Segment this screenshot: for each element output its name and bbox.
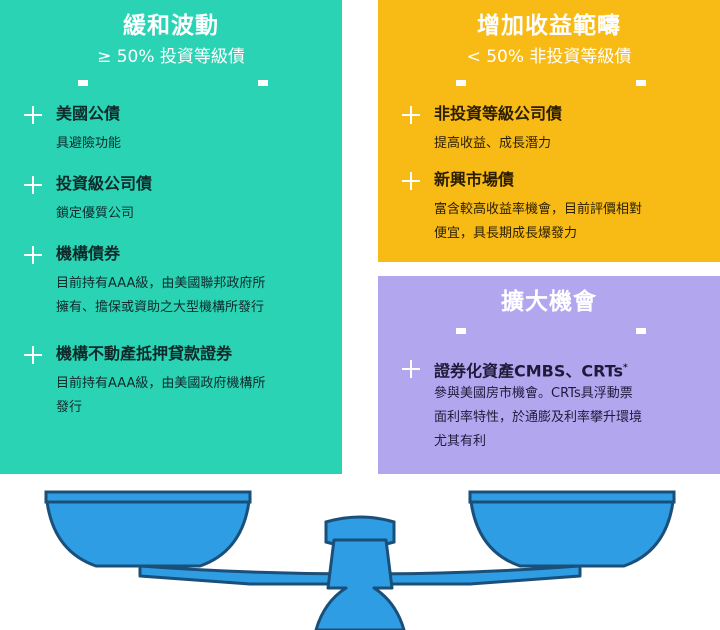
bottom-right-header: 擴大機會 xyxy=(378,276,720,328)
left-pan xyxy=(44,490,252,568)
left-header-title: 緩和波動 xyxy=(123,13,219,39)
item-title: 非投資等級公司債 xyxy=(434,104,563,123)
item-desc-line: 尤其有利 xyxy=(434,434,487,449)
right-pan xyxy=(468,490,676,568)
item-desc: 目前持有AAA級，由美國聯邦政府所 擁有、擔保或資助之大型機構所發行 xyxy=(56,272,265,320)
left-divider-bar xyxy=(0,80,342,86)
item-desc-line: 富含較高收益率機會，目前評價相對 xyxy=(434,202,643,217)
left-header-subtitle: ≥ 50% 投資等級債 xyxy=(97,47,245,67)
center-body xyxy=(314,538,406,630)
right-header-subtitle: < 50% 非投資等級債 xyxy=(466,47,632,67)
item-title: 證券化資產CMBS、CRTs* xyxy=(434,357,628,382)
item-desc-line: 參與美國房市機會。CRTs具浮動票 xyxy=(434,386,633,401)
balance-scale-icon xyxy=(44,490,676,630)
footnote-mark: * xyxy=(623,363,628,373)
plus-icon xyxy=(24,246,42,264)
item-title-text: 證券化資產CMBS、CRTs xyxy=(434,361,624,381)
item-desc: 目前持有AAA級，由美國政府機構所 發行 xyxy=(56,372,265,420)
item-desc-line: 便宜，具長期成長爆發力 xyxy=(434,226,578,241)
right-panel: 非投資等級公司債 提高收益、成長潛力 新興市場債 富含較高收益率機會，目前評價相… xyxy=(378,86,720,262)
item-title: 美國公債 xyxy=(56,104,121,123)
plus-icon xyxy=(24,346,42,364)
plus-icon xyxy=(402,172,420,190)
plus-icon xyxy=(24,106,42,124)
item-desc: 提高收益、成長潛力 xyxy=(434,136,552,151)
left-panel: 美國公債 具避險功能 投資級公司債 鎖定優質公司 機構債券 目前持有AAA級，由… xyxy=(0,86,342,474)
bottom-right-divider-bar xyxy=(378,328,720,334)
left-header: 緩和波動 ≥ 50% 投資等級債 xyxy=(0,0,342,80)
item-title: 機構不動產抵押貸款證券 xyxy=(56,344,233,363)
item-title: 機構債券 xyxy=(56,244,121,263)
plus-icon xyxy=(402,106,420,124)
bottom-right-header-title: 擴大機會 xyxy=(501,289,597,315)
item-desc-line: 發行 xyxy=(56,400,83,415)
item-title: 投資級公司債 xyxy=(56,174,153,193)
item-desc-line: 目前持有AAA級，由美國聯邦政府所 xyxy=(56,276,266,291)
item-desc-line: 面利率特性，於通膨及利率攀升環境 xyxy=(434,410,643,425)
item-desc: 富含較高收益率機會，目前評價相對 便宜，具長期成長爆發力 xyxy=(434,198,642,246)
right-header: 增加收益範疇 < 50% 非投資等級債 xyxy=(378,0,720,80)
plus-icon xyxy=(24,176,42,194)
left-pan-rim xyxy=(44,490,252,504)
item-title: 新興市場債 xyxy=(434,170,515,189)
right-header-title: 增加收益範疇 xyxy=(477,13,621,39)
item-desc: 參與美國房市機會。CRTs具浮動票 面利率特性，於通膨及利率攀升環境 尤其有利 xyxy=(434,382,642,454)
item-desc-line: 擁有、擔保或資助之大型機構所發行 xyxy=(56,300,265,315)
item-desc: 具避險功能 xyxy=(56,136,122,151)
right-divider-bar xyxy=(378,80,720,86)
item-desc: 鎖定優質公司 xyxy=(56,206,135,221)
right-pan-rim xyxy=(468,490,676,504)
item-desc-line: 目前持有AAA級，由美國政府機構所 xyxy=(56,376,266,391)
bottom-right-panel: 證券化資產CMBS、CRTs* 參與美國房市機會。CRTs具浮動票 面利率特性，… xyxy=(378,334,720,474)
plus-icon xyxy=(402,360,420,378)
